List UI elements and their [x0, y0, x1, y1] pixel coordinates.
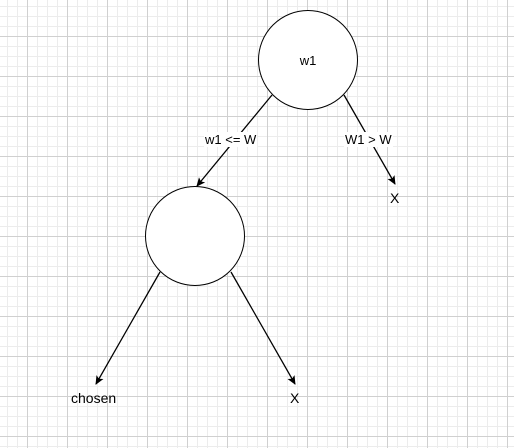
edge-left-to-x: [230, 271, 296, 385]
edge-label-right: W1 > W: [344, 132, 393, 147]
leaf-chosen: chosen: [71, 390, 117, 406]
edge-left-to-chosen: [95, 271, 161, 385]
leaf-x-bottom: X: [290, 390, 300, 406]
leaf-x-right: X: [390, 190, 400, 206]
left-child-node: [145, 186, 245, 286]
edge-label-left: w1 <= W: [204, 132, 258, 147]
root-node-label: w1: [299, 52, 317, 68]
root-node: w1: [258, 10, 358, 110]
